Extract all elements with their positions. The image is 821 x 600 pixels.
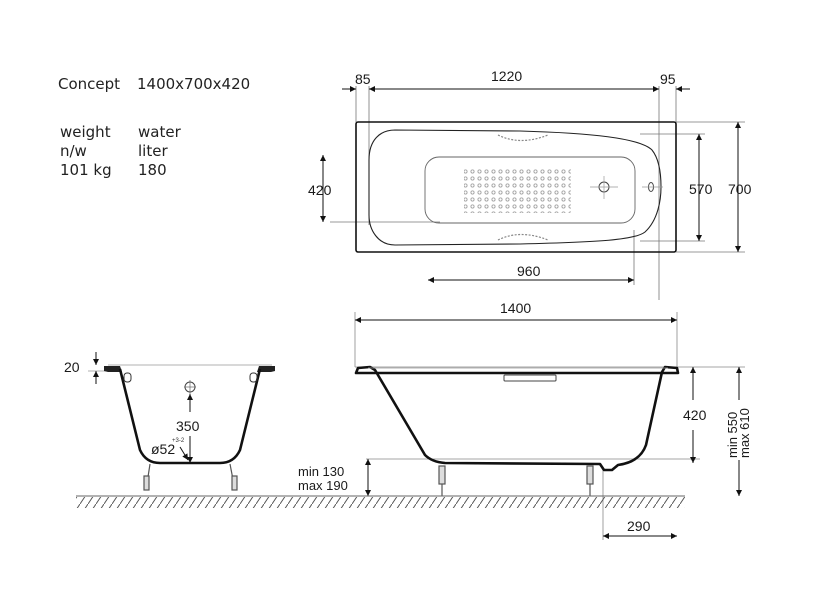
overflow-icon [184, 380, 196, 394]
weight-sub: n/w [60, 142, 87, 160]
model-label: Concept [58, 75, 121, 93]
drain-diameter: ø52 [151, 441, 175, 457]
dim-depth: 420 [683, 407, 707, 423]
dim-drain-offset: 290 [627, 518, 651, 534]
dim-total-height-min: min 550 [725, 412, 740, 458]
dim-overflow-height: 350 [176, 418, 200, 434]
drain-icon [590, 176, 618, 199]
model-size: 1400x700x420 [137, 75, 251, 93]
weight-label: weight [60, 123, 111, 141]
top-view: 85 1220 95 420 570 700 960 [308, 68, 752, 300]
dim-leg-min: min 130 [298, 464, 344, 479]
anti-slip-pattern [464, 167, 571, 213]
handle-top [497, 134, 549, 142]
water-label: water [138, 123, 181, 141]
dim-left-rim: 85 [355, 71, 371, 87]
dim-right-rim: 95 [660, 71, 676, 87]
dim-inner-length: 1220 [491, 68, 522, 84]
dim-rim-thickness: 20 [64, 359, 80, 375]
dim-total-length: 1400 [500, 300, 531, 316]
dim-bottom-width: 420 [308, 182, 332, 198]
dim-total-width: 700 [728, 181, 752, 197]
drain-tolerance: +3-2 [172, 438, 185, 444]
handle-bottom [497, 233, 549, 241]
dim-inner-width: 570 [689, 181, 713, 197]
overflow-slot [503, 374, 557, 382]
side-view: 1400 420 min 550 max 610 min 130 max 190… [298, 300, 752, 540]
dim-leg-max: max 190 [298, 478, 348, 493]
floor-line [76, 495, 685, 508]
weight-value: 101 kg [60, 161, 112, 179]
water-value: 180 [138, 161, 167, 179]
end-view: 20 350 ø52 +3-2 [64, 352, 275, 491]
overflow-icon [642, 182, 663, 192]
water-sub: liter [138, 142, 168, 160]
dim-total-height-max: max 610 [737, 408, 752, 458]
dim-bottom-length: 960 [517, 263, 541, 279]
